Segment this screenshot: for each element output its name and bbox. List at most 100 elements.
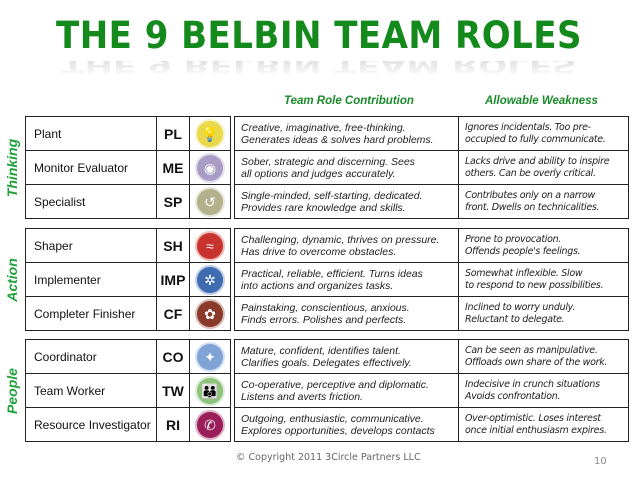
column-header-weakness: Allowable Weakness [485,95,598,107]
role-code: ME [156,150,190,185]
people-icon: 👪 [197,377,223,404]
contribution-cell: Co-operative, perceptive and diplomatic.… [234,373,459,408]
mid-table-people: Mature, confident, identifies talent.Cla… [234,339,459,442]
weakness-cell: Inclined to worry unduly.Reluctant to de… [458,296,629,331]
contribution-line: Single-minded, self-starting, dedicated. [241,189,423,202]
weakness-line: Ignores incidentals. Too pre- [465,121,591,133]
group-label-action: Action [4,258,20,302]
role-code: TW [156,373,190,408]
role-name: Shaper [25,228,157,263]
weakness-line: once initial enthusiasm expires. [465,424,607,436]
eye-icon: ◉ [197,154,223,181]
copyright-text: © Copyright 2011 3Circle Partners LLC [236,452,421,463]
contribution-line: Explores opportunities, develops contact… [241,424,435,437]
contribution-line: Practical, reliable, efficient. Turns id… [241,267,423,280]
contribution-line: Challenging, dynamic, thrives on pressur… [241,233,440,246]
contribution-cell: Painstaking, conscientious, anxious.Find… [234,296,459,331]
role-code: RI [156,407,190,442]
contribution-line: Co-operative, perceptive and diplomatic. [241,378,429,391]
contribution-line: Finds errors. Polishes and perfects. [241,313,407,326]
role-icon-cell: ✆ [189,407,231,442]
weakness-row: Over-optimistic. Loses interest once ini… [458,407,629,442]
weakness-cell: Ignores incidentals. Too pre-occupied to… [458,116,629,151]
contribution-cell: Outgoing, enthusiastic, communicative.Ex… [234,407,459,442]
role-name: Resource Investigator [25,407,157,442]
contribution-line: Listens and averts friction. [241,390,363,403]
weakness-line: Offloads own share of the work. [465,356,608,368]
contribution-line: all options and judges accurately. [241,167,396,180]
contribution-row: Challenging, dynamic, thrives on pressur… [234,228,459,263]
role-name: Coordinator [25,339,157,374]
shaper-icon: ≈ [197,232,223,259]
right-table-action: Prone to provocation.Offends people's fe… [458,228,629,331]
contribution-row: Practical, reliable, efficient. Turns id… [234,262,459,297]
contribution-line: Provides rare knowledge and skills. [241,201,406,214]
weakness-line: occupied to fully communicate. [465,133,606,145]
weakness-row: Ignores incidentals. Too pre-occupied to… [458,116,629,151]
gears-icon: ✲ [197,266,223,293]
right-table-thinking: Ignores incidentals. Too pre-occupied to… [458,116,629,219]
role-icon-cell: 💡 [189,116,231,151]
weakness-line: Inclined to worry unduly. [465,301,575,313]
role-icon-cell: ✿ [189,296,231,331]
role-icon-cell: ✦ [189,339,231,374]
role-name: Monitor Evaluator [25,150,157,185]
role-icon-cell: ↺ [189,184,231,219]
phone-icon: ✆ [197,411,223,438]
contribution-cell: Mature, confident, identifies talent.Cla… [234,339,459,374]
role-icon-cell: ◉ [189,150,231,185]
role-code: CO [156,339,190,374]
role-code: SH [156,228,190,263]
mid-table-thinking: Creative, imaginative, free-thinking.Gen… [234,116,459,219]
weakness-line: others. Can be overly critical. [465,167,596,179]
role-icon-cell: ≈ [189,228,231,263]
contribution-line: Sober, strategic and discerning. Sees [241,155,415,168]
weakness-line: Lacks drive and ability to inspire [465,155,610,167]
contribution-cell: Single-minded, self-starting, dedicated.… [234,184,459,219]
person-arms-up-icon: ✦ [197,343,223,370]
weakness-line: Reluctant to delegate. [465,313,565,325]
contribution-line: Outgoing, enthusiastic, communicative. [241,412,424,425]
weakness-row: Can be seen as manipulative.Offloads own… [458,339,629,374]
role-icon-cell: ✲ [189,262,231,297]
specialist-icon: ↺ [197,188,223,215]
contribution-cell: Practical, reliable, efficient. Turns id… [234,262,459,297]
weakness-row: Inclined to worry unduly.Reluctant to de… [458,296,629,331]
weakness-line: Somewhat inflexible. Slow [465,267,583,279]
weakness-line: front. Dwells on technicalities. [465,201,600,213]
contribution-row: Single-minded, self-starting, dedicated.… [234,184,459,219]
column-header-contribution: Team Role Contribution [284,95,414,107]
weakness-line: Can be seen as manipulative. [465,344,598,356]
role-code: CF [156,296,190,331]
role-code: SP [156,184,190,219]
contribution-line: Clarifies goals. Delegates effectively. [241,356,412,369]
role-name: Team Worker [25,373,157,408]
weakness-line: Prone to provocation. [465,233,562,245]
weakness-cell: Prone to provocation.Offends people's fe… [458,228,629,263]
weakness-line: Offends people's feelings. [465,245,581,257]
contribution-cell: Challenging, dynamic, thrives on pressur… [234,228,459,263]
role-name: Specialist [25,184,157,219]
contribution-cell: Creative, imaginative, free-thinking.Gen… [234,116,459,151]
contribution-row: Mature, confident, identifies talent.Cla… [234,339,459,374]
role-name: Plant [25,116,157,151]
role-name: Completer Finisher [25,296,157,331]
contribution-line: Has drive to overcome obstacles. [241,245,397,258]
role-code: IMP [156,262,190,297]
